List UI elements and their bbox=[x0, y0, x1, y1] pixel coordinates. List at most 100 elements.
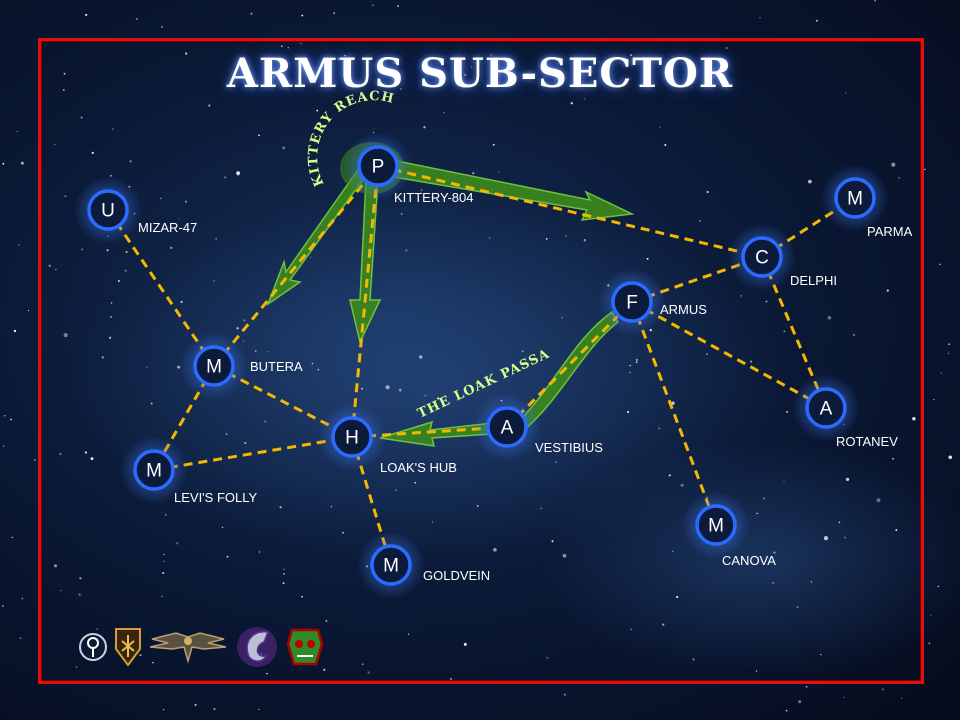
star bbox=[407, 633, 410, 636]
star bbox=[823, 535, 829, 541]
node-letter: M bbox=[383, 556, 399, 577]
star bbox=[562, 553, 567, 558]
warp-lane bbox=[631, 300, 827, 410]
star bbox=[662, 623, 665, 626]
star bbox=[84, 451, 88, 454]
star bbox=[671, 550, 674, 553]
star bbox=[680, 483, 684, 487]
star bbox=[843, 696, 846, 699]
star bbox=[264, 420, 267, 423]
star bbox=[463, 73, 467, 77]
star bbox=[160, 25, 163, 28]
star bbox=[895, 529, 898, 532]
star bbox=[224, 176, 227, 179]
star bbox=[33, 458, 36, 462]
star bbox=[80, 116, 83, 119]
star bbox=[75, 666, 78, 668]
star bbox=[555, 461, 557, 463]
star bbox=[939, 263, 941, 266]
star bbox=[419, 355, 423, 359]
star bbox=[492, 143, 495, 146]
star bbox=[630, 54, 633, 57]
star bbox=[247, 78, 250, 80]
star bbox=[112, 128, 114, 130]
star bbox=[398, 388, 402, 392]
system-label-vestibius: VESTIBIUS bbox=[535, 440, 603, 455]
star bbox=[646, 257, 649, 260]
star bbox=[323, 668, 326, 671]
star bbox=[117, 280, 120, 282]
star bbox=[152, 661, 154, 664]
node-letter: A bbox=[820, 399, 833, 420]
star bbox=[170, 246, 173, 249]
star bbox=[648, 67, 651, 70]
warp-lane bbox=[351, 425, 508, 439]
node-ring bbox=[331, 416, 373, 458]
node-ring bbox=[695, 504, 737, 546]
star bbox=[844, 92, 847, 94]
system-label-armus: ARMUS bbox=[660, 302, 707, 317]
star bbox=[886, 289, 889, 292]
star bbox=[472, 172, 475, 175]
star bbox=[150, 402, 153, 405]
star bbox=[584, 98, 586, 100]
star bbox=[344, 54, 346, 57]
node-letter: M bbox=[146, 461, 162, 482]
star bbox=[90, 457, 94, 460]
star bbox=[755, 670, 758, 672]
star bbox=[272, 76, 276, 79]
star bbox=[362, 663, 364, 665]
star bbox=[215, 238, 217, 240]
star bbox=[110, 316, 112, 318]
star bbox=[108, 336, 112, 339]
star bbox=[476, 505, 479, 507]
star bbox=[604, 65, 607, 67]
system-label-kittery: KITTERY-804 bbox=[394, 190, 474, 205]
star bbox=[627, 411, 630, 414]
star bbox=[91, 151, 94, 155]
star bbox=[301, 14, 304, 17]
star bbox=[63, 72, 66, 75]
star bbox=[786, 411, 788, 413]
star bbox=[756, 512, 758, 515]
star bbox=[399, 88, 402, 90]
star bbox=[844, 536, 846, 539]
star bbox=[325, 619, 328, 622]
star bbox=[48, 264, 51, 267]
star bbox=[540, 507, 542, 509]
star bbox=[62, 89, 65, 91]
star bbox=[820, 653, 822, 656]
star bbox=[178, 218, 180, 220]
star bbox=[948, 455, 953, 460]
star bbox=[658, 427, 661, 430]
warp-lane bbox=[377, 164, 763, 259]
star bbox=[725, 47, 728, 49]
warp-lane bbox=[212, 165, 380, 367]
node-ring bbox=[133, 449, 175, 491]
star bbox=[635, 358, 638, 361]
star bbox=[881, 688, 884, 691]
star bbox=[234, 87, 237, 89]
star bbox=[163, 560, 165, 563]
star bbox=[342, 531, 344, 534]
star bbox=[101, 356, 104, 359]
star bbox=[628, 371, 631, 374]
star bbox=[724, 67, 728, 71]
star bbox=[85, 13, 88, 16]
star bbox=[10, 418, 12, 421]
star bbox=[706, 190, 709, 194]
star bbox=[63, 333, 68, 338]
star bbox=[741, 559, 744, 561]
